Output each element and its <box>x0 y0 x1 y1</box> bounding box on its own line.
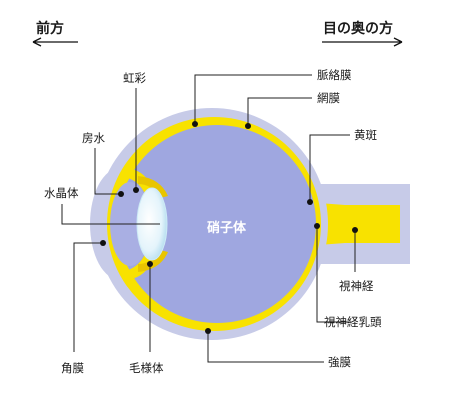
vitreous-label: 硝子体 <box>207 220 247 236</box>
ciliary-lower <box>138 250 168 272</box>
aqueous-leader <box>94 148 121 195</box>
iris-dot <box>133 187 139 193</box>
lens-label: 水晶体 <box>44 186 79 200</box>
retina-dot <box>245 123 251 129</box>
choroid-dot <box>192 121 198 127</box>
ciliary-dot <box>147 261 153 267</box>
back-direction-label: 目の奥の方 <box>323 20 393 37</box>
macula-leader <box>309 134 350 202</box>
cornea-leader <box>73 242 103 352</box>
iris-label: 虹彩 <box>123 71 146 85</box>
optic-disc-dot <box>314 223 320 229</box>
cornea-dot <box>100 240 106 246</box>
optic-nerve-dot <box>352 227 358 233</box>
macula-dot <box>307 199 313 205</box>
left-arrow-icon <box>32 37 78 47</box>
optic-nerve-label: 視神経 <box>339 279 374 293</box>
ciliary-upper <box>138 176 168 198</box>
ciliary-label: 毛様体 <box>129 361 164 375</box>
retina-leader <box>247 97 312 126</box>
aqueous-label: 房水 <box>82 131 105 145</box>
right-arrow-icon <box>322 37 403 47</box>
choroid-leader <box>194 74 312 124</box>
choroid-label: 脈絡膜 <box>317 68 352 82</box>
front-direction-label: 前方 <box>36 20 64 37</box>
optic-disc-leader <box>316 226 348 323</box>
vitreous-body <box>118 125 316 323</box>
cornea-label: 角膜 <box>61 361 84 375</box>
optic-nerve <box>305 202 400 246</box>
sclera-dot <box>205 328 211 334</box>
optic-disc-label: 視神経乳頭 <box>324 315 382 329</box>
macula-label: 黄斑 <box>354 128 377 142</box>
sclera-leader <box>207 331 324 363</box>
sclera-label: 強膜 <box>328 355 351 369</box>
aqueous-dot <box>118 191 124 197</box>
retina-label: 網膜 <box>317 91 340 105</box>
lens-leader <box>61 204 160 225</box>
